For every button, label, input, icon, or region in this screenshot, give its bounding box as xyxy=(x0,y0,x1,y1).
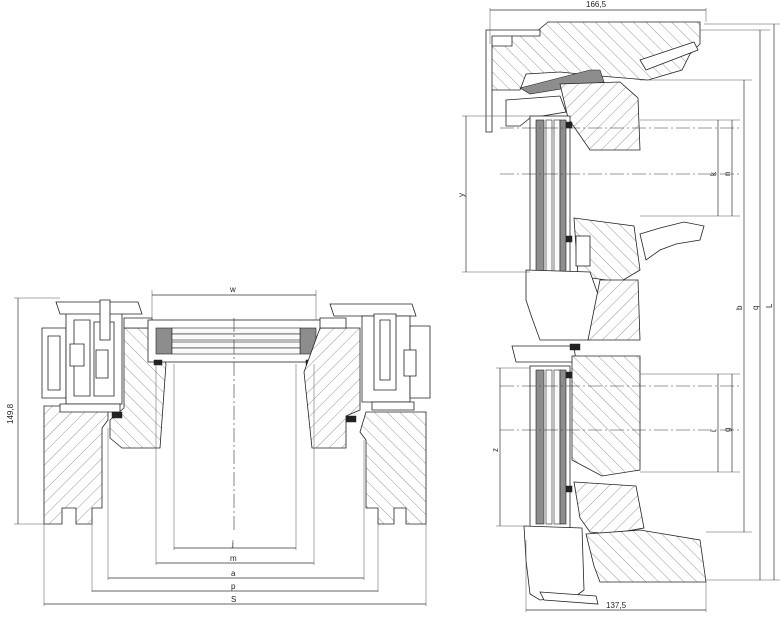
left-section-drawing: w 149,8 j m a p S xyxy=(6,285,431,606)
right-wall-section xyxy=(359,411,427,525)
dim-label-n: n xyxy=(723,172,732,176)
dim-label-y: y xyxy=(457,193,466,197)
right-frame-profile xyxy=(319,303,431,411)
right-section-drawing: 166,5 137,5 y z k n i g b q L xyxy=(457,0,780,612)
dim-label-137-5: 137,5 xyxy=(606,601,627,610)
dim-label-s: S xyxy=(231,595,236,604)
dim-label-i: i xyxy=(709,430,718,432)
dim-label-149-8: 149,8 xyxy=(6,403,15,424)
upper-frame-block xyxy=(559,81,641,151)
left-wall-section xyxy=(43,405,109,525)
sill-drip-profile xyxy=(523,525,585,601)
handle-knob xyxy=(575,235,591,267)
dim-label-m: m xyxy=(230,554,237,563)
bottom-sill-section xyxy=(585,529,707,583)
dim-label-k: k xyxy=(709,171,718,176)
dim-label-g: g xyxy=(723,428,732,432)
transom-block xyxy=(587,279,641,341)
left-glass-unit xyxy=(111,319,357,423)
dim-label-w: w xyxy=(229,285,236,294)
top-lintel-trim xyxy=(485,29,541,133)
handle-lever xyxy=(639,221,705,261)
transom-seal-profile xyxy=(511,345,577,363)
weatherboard-profile xyxy=(539,591,599,605)
right-dimension-lines xyxy=(465,9,775,611)
transom-profile xyxy=(525,269,601,341)
left-dimension-lines xyxy=(17,294,426,605)
left-frame-profile xyxy=(41,299,153,413)
left-opening-lines xyxy=(14,290,427,606)
dim-label-a: a xyxy=(231,569,236,578)
dim-label-166-5: 166,5 xyxy=(586,0,607,9)
lower-frame-block xyxy=(571,355,641,477)
dim-label-z: z xyxy=(491,448,500,452)
sill-block xyxy=(573,481,645,535)
top-vent-flap xyxy=(519,69,605,95)
transom-seal xyxy=(569,343,581,351)
lower-glass-unit xyxy=(529,365,573,529)
dim-label-p: p xyxy=(231,582,236,591)
dim-label-b: b xyxy=(735,305,744,310)
top-cover-profile xyxy=(639,41,699,71)
right-frame-block xyxy=(303,327,361,449)
dim-label-j: j xyxy=(231,539,234,548)
dim-label-q: q xyxy=(751,306,760,310)
upper-glass-unit xyxy=(529,115,573,277)
dim-label-l: L xyxy=(765,303,774,308)
